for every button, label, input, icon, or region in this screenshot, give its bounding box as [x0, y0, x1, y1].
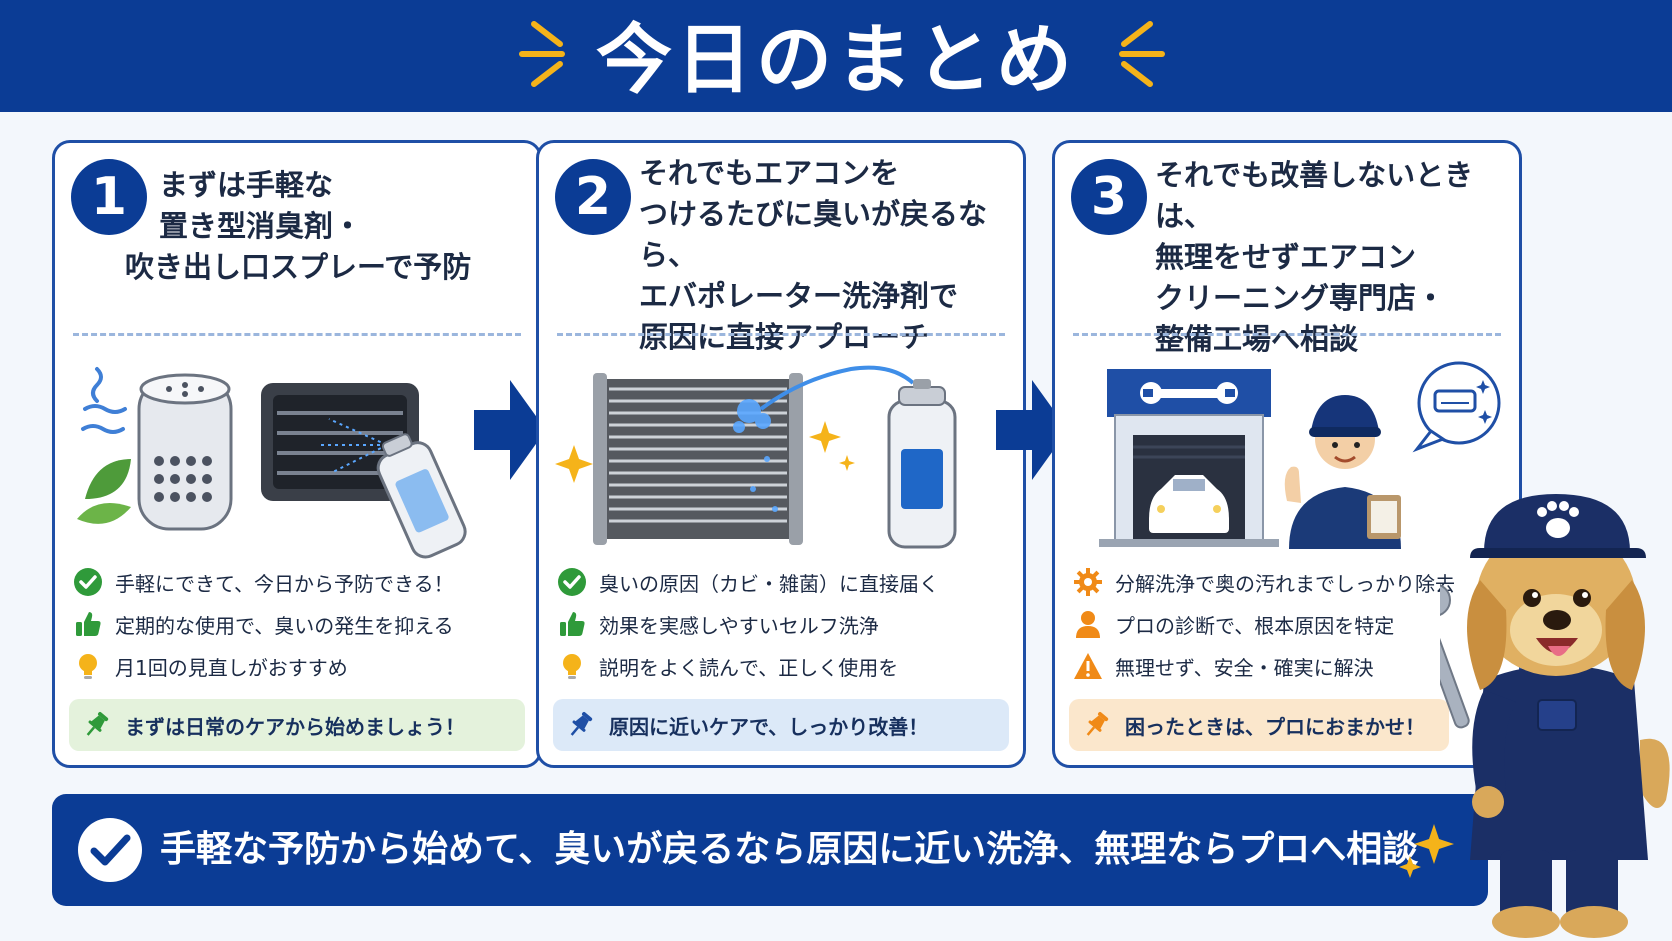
- tip-text: 困ったときは、プロにおまかせ！: [1125, 714, 1425, 739]
- benefit-list: 臭いの原因（カビ・雑菌）に直接届く 効果を実感しやすいセルフ洗浄 説明をよく読ん…: [557, 561, 1017, 687]
- person-icon: [1076, 611, 1100, 638]
- thumbs-up-icon: [76, 612, 101, 636]
- leaf-icon: [77, 459, 131, 524]
- pin-icon: [1086, 712, 1109, 736]
- step-card-1: 1 まずは手軽な 置き型消臭剤・ 吹き出し口スプレーで予防: [52, 140, 542, 768]
- dashed-divider: [73, 333, 521, 336]
- deodorizer-and-vent-spray-illustration: [77, 367, 467, 559]
- tip-box: まずは日常のケアから始めましょう！: [69, 699, 525, 751]
- list-item: 分解洗浄で奥の汚れまでしっかり除去: [1073, 561, 1533, 603]
- step-heading-line: つけるたびに臭いが戻るなら、: [639, 197, 988, 272]
- next-step-arrow-icon: [996, 380, 1068, 480]
- step-card-3: 3 それでも改善しないときは、 無理をせずエアコン クリーニング専門店・ 整備工…: [1052, 140, 1522, 768]
- sparkle-icon: [1399, 824, 1454, 878]
- step-card-2: 2 それでもエアコンを つけるたびに臭いが戻るなら、 エバポレーター洗浄剤で 原…: [536, 140, 1026, 768]
- list-item: 臭いの原因（カビ・雑菌）に直接届く: [557, 561, 1017, 603]
- list-item-text: 定期的な使用で、臭いの発生を抑える: [115, 613, 454, 638]
- step-heading-line: それでも改善しないときは、: [1155, 158, 1474, 233]
- step-number-badge: 2: [555, 159, 631, 235]
- sparkle-burst-left-icon: [519, 21, 565, 87]
- air-freshener-canister-icon: [137, 373, 233, 531]
- summary-text: 手軽な予防から始めて、臭いが戻るなら原因に近い洗浄、無理ならプロへ相談: [160, 829, 1419, 870]
- list-item: 効果を実感しやすいセルフ洗浄: [557, 603, 1017, 645]
- tip-text: 原因に近いケアで、しっかり改善！: [609, 714, 929, 739]
- step-number-badge: 1: [71, 159, 147, 235]
- tip-box: 原因に近いケアで、しっかり改善！: [553, 699, 1009, 751]
- step-heading-line: クリーニング専門店・: [1155, 281, 1446, 315]
- step-heading-line: まずは手軽な: [159, 168, 334, 202]
- step-heading: それでもエアコンを つけるたびに臭いが戻るなら、 エバポレーター洗浄剤で 原因に…: [639, 153, 1019, 358]
- sparkle-icon: [555, 421, 855, 483]
- step-number-badge: 3: [1071, 159, 1147, 235]
- list-item-text: 分解洗浄で奥の汚れまでしっかり除去: [1115, 571, 1455, 596]
- next-step-arrow-icon: [474, 380, 546, 480]
- mechanic-person-icon: [1284, 395, 1401, 549]
- header-bar: 今日のまとめ: [0, 0, 1672, 112]
- pin-icon: [86, 712, 109, 736]
- step-heading-line: それでもエアコンを: [639, 156, 900, 190]
- list-item-text: 説明をよく読んで、正しく使用を: [599, 655, 899, 680]
- list-item: 説明をよく読んで、正しく使用を: [557, 645, 1017, 687]
- check-circle-icon: [78, 818, 142, 882]
- paw-icon: [1537, 501, 1579, 538]
- speech-bubble-ac-icon: [1412, 361, 1501, 453]
- list-item-text: 手軽にできて、今日から予防できる！: [115, 571, 454, 596]
- wrench-icon: [1440, 584, 1470, 729]
- car-icon: [1149, 475, 1229, 533]
- summary-banner: 手軽な予防から始めて、臭いが戻るなら原因に近い洗浄、無理ならプロへ相談: [52, 794, 1488, 906]
- spray-hose: [759, 365, 915, 411]
- dog-mechanic-mascot: [1440, 494, 1670, 938]
- thumbs-up-icon: [560, 612, 585, 636]
- lightbulb-icon: [563, 654, 581, 679]
- spray-can-icon: [376, 433, 467, 559]
- step-heading: まずは手軽な 置き型消臭剤・ 吹き出し口スプレーで予防: [125, 165, 535, 288]
- benefit-list: 分解洗浄で奥の汚れまでしっかり除去 プロの診断で、根本原因を特定 無理せず、安全…: [1073, 561, 1533, 687]
- wrench-sign-icon: [1140, 382, 1238, 404]
- gear-icon: [1074, 568, 1102, 596]
- odor-waves-icon: [81, 367, 127, 434]
- list-item: 手軽にできて、今日から予防できる！: [73, 561, 533, 603]
- list-item: 月1回の見直しがおすすめ: [73, 645, 533, 687]
- warning-icon: [1074, 653, 1102, 679]
- cleaner-can-icon: [887, 379, 957, 549]
- step-heading-line: 吹き出し口スプレーで予防: [125, 250, 472, 284]
- professional-garage-illustration: [1099, 361, 1501, 549]
- step-heading: それでも改善しないときは、 無理をせずエアコン クリーニング専門店・ 整備工場へ…: [1155, 155, 1515, 360]
- page-title: 今日のまとめ: [596, 15, 1076, 104]
- benefit-list: 手軽にできて、今日から予防できる！ 定期的な使用で、臭いの発生を抑える 月1回の…: [73, 561, 533, 687]
- pin-icon: [570, 712, 593, 736]
- list-item-text: 効果を実感しやすいセルフ洗浄: [599, 613, 879, 638]
- step-heading-line: エバポレーター洗浄剤で: [639, 279, 959, 313]
- step-heading-line: 無理をせずエアコン: [1155, 240, 1417, 274]
- list-item-text: プロの診断で、根本原因を特定: [1115, 613, 1395, 638]
- list-item-text: 無理せず、安全・確実に解決: [1115, 655, 1374, 680]
- list-item: 無理せず、安全・確実に解決: [1073, 645, 1533, 687]
- dashed-divider: [557, 333, 1005, 336]
- step-heading-line: 原因に直接アプローチ: [639, 320, 930, 354]
- check-icon: [558, 568, 586, 596]
- step-heading-line: 整備工場へ相談: [1155, 322, 1359, 356]
- list-item: 定期的な使用で、臭いの発生を抑える: [73, 603, 533, 645]
- evaporator-cleaner-illustration: [555, 365, 957, 549]
- list-item: プロの診断で、根本原因を特定: [1073, 603, 1533, 645]
- sparkle-burst-right-icon: [1119, 21, 1165, 87]
- tip-box: 困ったときは、プロにおまかせ！: [1069, 699, 1449, 751]
- lightbulb-icon: [79, 654, 97, 679]
- list-item-text: 臭いの原因（カビ・雑菌）に直接届く: [599, 571, 939, 596]
- dashed-divider: [1073, 333, 1501, 336]
- tip-text: まずは日常のケアから始めましょう！: [125, 714, 465, 739]
- check-icon: [74, 568, 102, 596]
- evaporator-core-icon: [593, 373, 803, 545]
- list-item-text: 月1回の見直しがおすすめ: [115, 655, 348, 680]
- step-heading-line: 置き型消臭剤・: [159, 209, 363, 243]
